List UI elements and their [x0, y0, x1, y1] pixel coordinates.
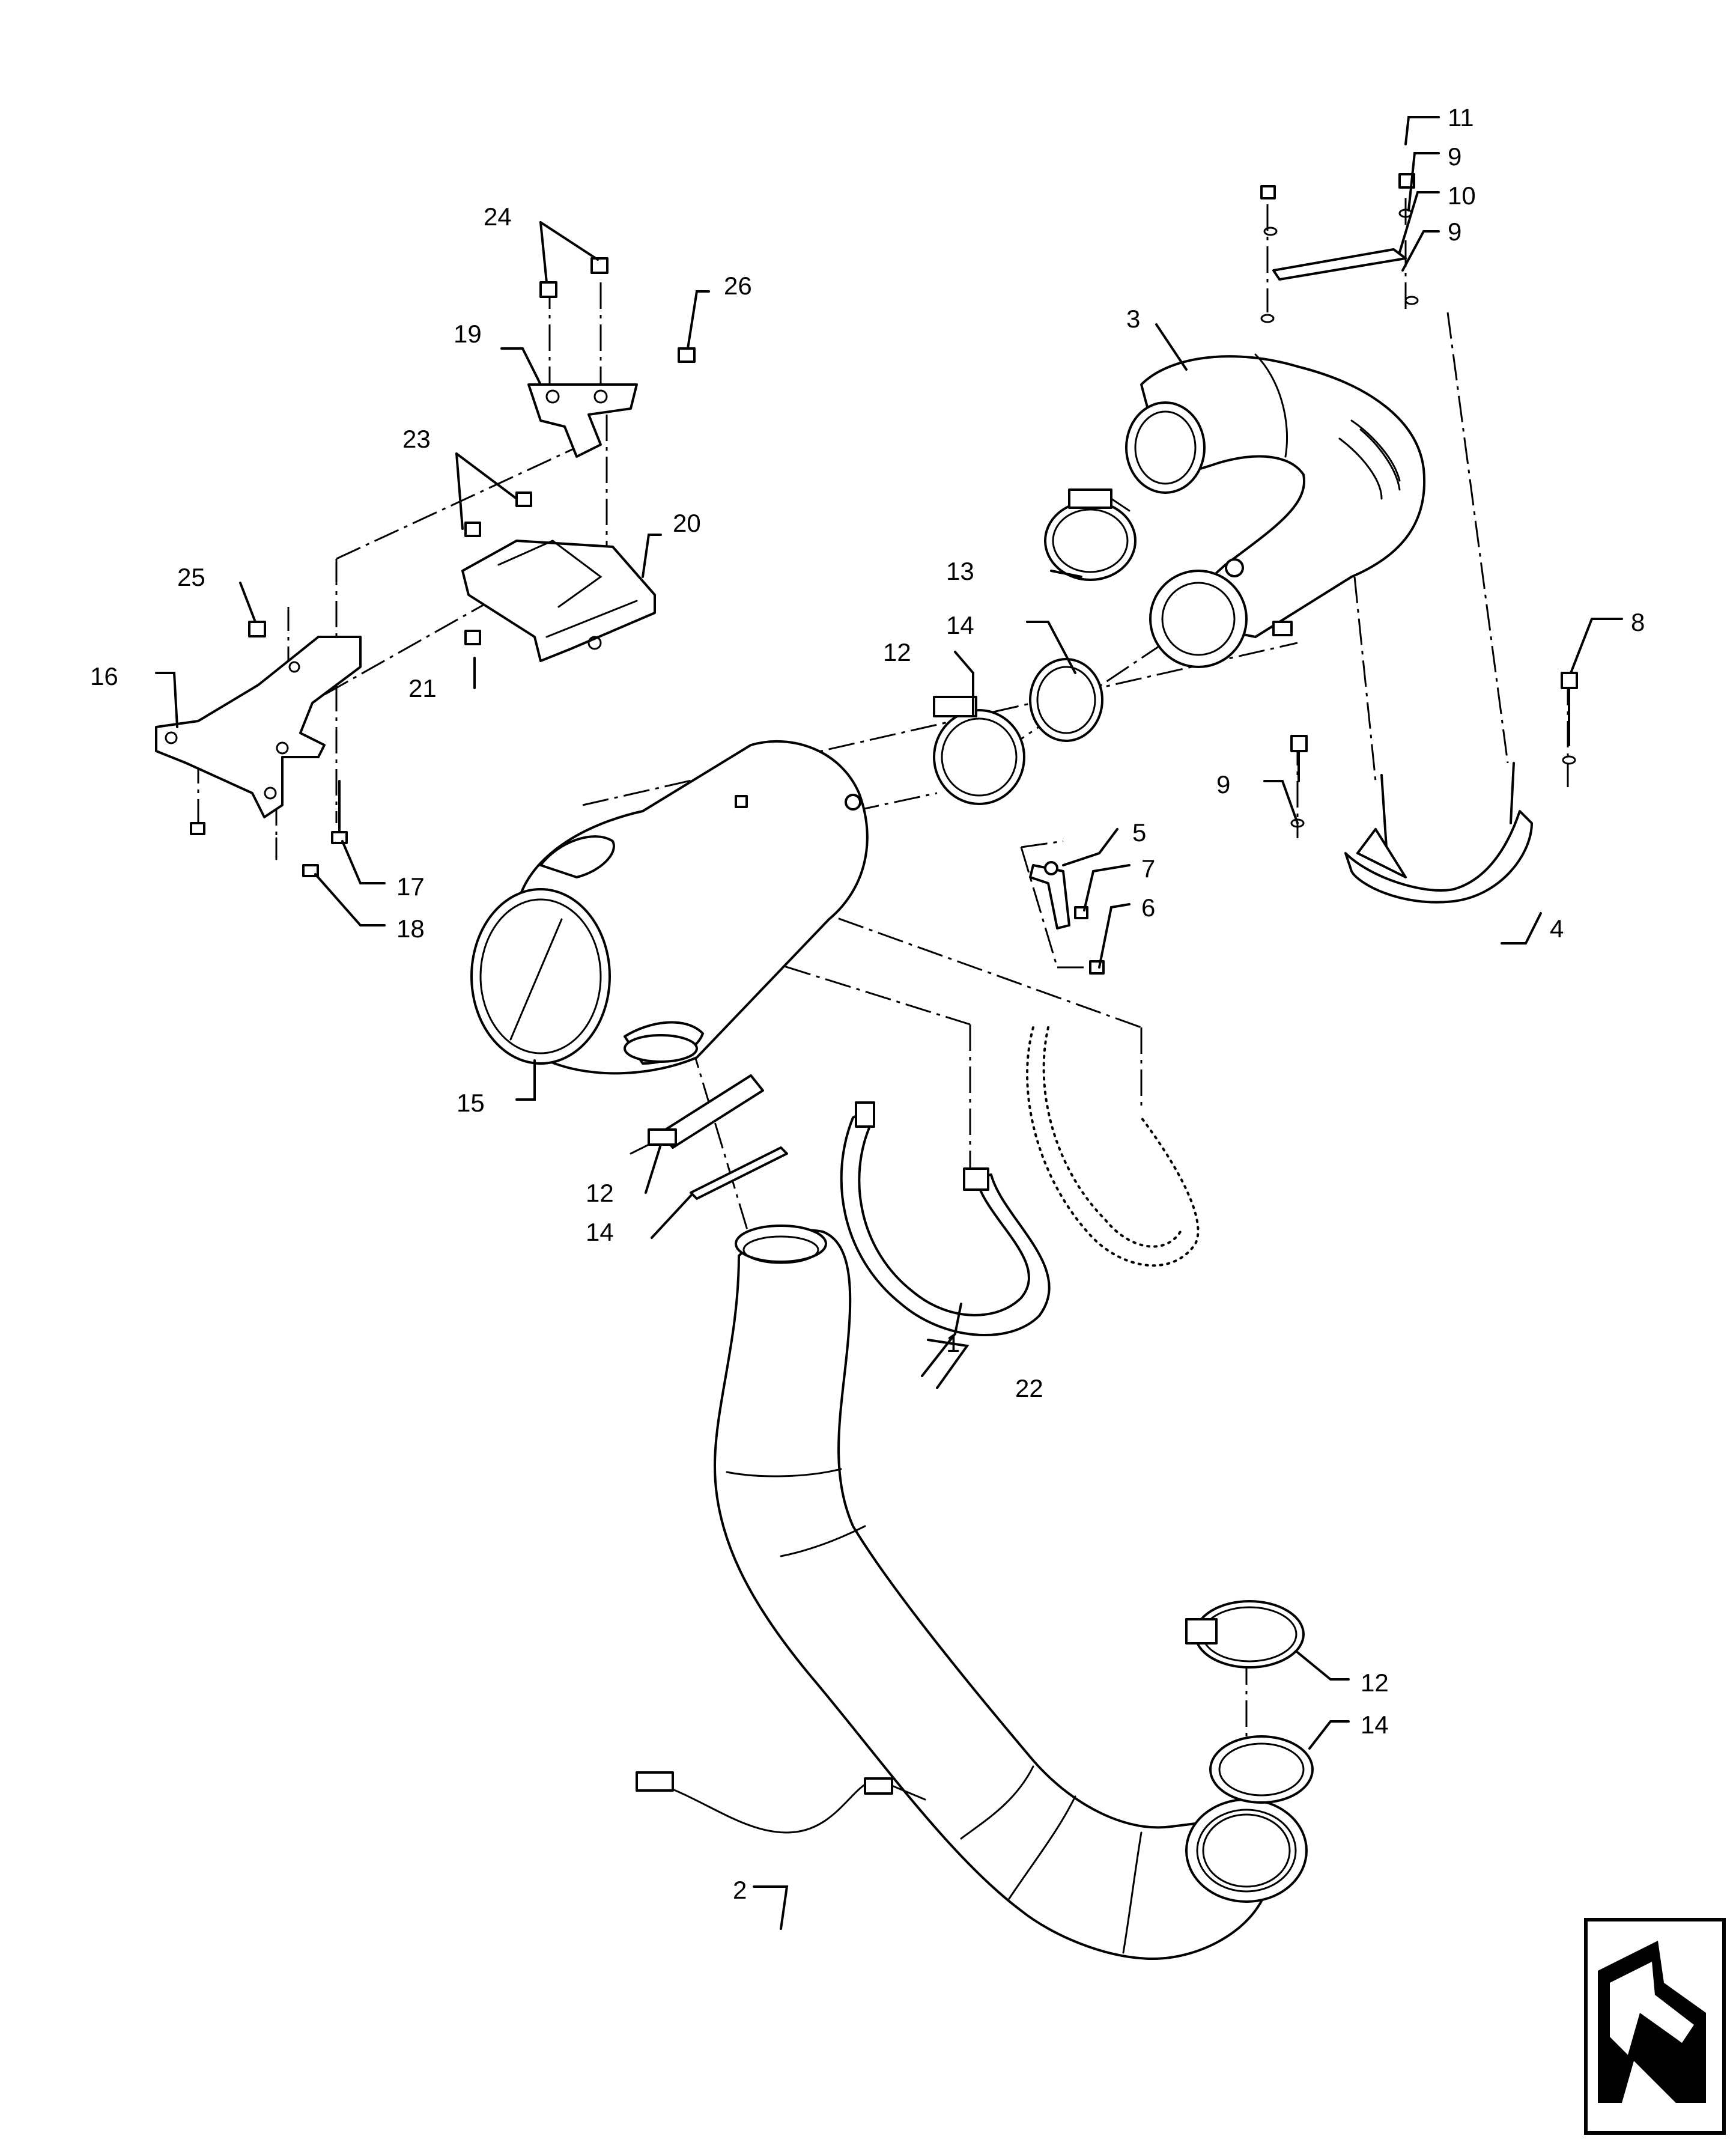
callout-23: 23 [402, 425, 431, 453]
part-2-sensor-harness [636, 1771, 926, 1834]
part-14-seal-ring-lower [1209, 1735, 1314, 1804]
part-16-bracket [155, 621, 362, 835]
callout-7: 7 [1141, 854, 1155, 883]
part-14-seal-ring-middle [690, 1146, 788, 1200]
part-22-strap-alternate-position [1026, 1026, 1200, 1267]
callout-3: 3 [1126, 305, 1140, 333]
callout-22: 22 [1015, 1374, 1043, 1402]
callout-18: 18 [396, 914, 425, 943]
callout-9-washer-upper: 9 [1448, 142, 1461, 171]
callout-9-bolt-lower: 9 [1216, 770, 1230, 799]
part-19-bracket [527, 257, 696, 458]
callout-5: 5 [1132, 818, 1146, 847]
callout-17: 17 [396, 872, 425, 901]
part-14-seal-ring-upper [1029, 658, 1103, 742]
callout-8: 8 [1631, 608, 1645, 636]
part-13-clamp [1044, 488, 1137, 581]
callout-labels: 1 2 3 4 5 6 7 8 9 9 9 10 11 12 12 12 13 … [90, 103, 1645, 1904]
callout-1: 1 [946, 1329, 960, 1357]
callout-14-lower: 14 [1361, 1711, 1389, 1739]
callout-2: 2 [733, 1876, 747, 1904]
part-4-bracket [1344, 762, 1533, 904]
callout-14-middle: 14 [586, 1218, 614, 1246]
part-20-bracket [461, 491, 656, 662]
exploded-view-arrow-icon[interactable] [1584, 1918, 1726, 2135]
callout-12-upper: 12 [883, 638, 911, 666]
part-12-clamp-lower [1185, 1600, 1305, 1669]
part-18-nut [275, 837, 319, 877]
callout-21: 21 [408, 674, 437, 702]
part-22-strap [840, 1101, 1051, 1336]
callout-19: 19 [454, 320, 482, 348]
callout-14-upper: 14 [946, 611, 974, 639]
callout-9-washer-mid: 9 [1448, 218, 1461, 246]
callout-12-lower: 12 [1361, 1669, 1389, 1697]
callout-13: 13 [946, 557, 974, 585]
callout-4: 4 [1550, 914, 1564, 943]
part-5-small-bracket [1029, 861, 1070, 929]
callout-26: 26 [724, 272, 752, 300]
part-12-clamp-upper [933, 696, 1025, 805]
callout-20: 20 [673, 509, 701, 537]
callout-10: 10 [1448, 181, 1476, 210]
part-17-bolt [331, 780, 348, 844]
part-3-upper-curved-tube [1125, 353, 1426, 668]
part-1-intake-pipe [714, 1225, 1308, 1960]
part-6-nut [1089, 960, 1105, 975]
callout-16: 16 [90, 662, 118, 690]
callout-25: 25 [177, 563, 205, 591]
callout-11: 11 [1448, 103, 1474, 132]
callout-24: 24 [484, 202, 512, 231]
callout-12-middle: 12 [586, 1179, 614, 1207]
callout-15: 15 [457, 1089, 485, 1117]
leader-lines [155, 116, 1623, 1930]
part-9-bolt-lower [1290, 735, 1308, 828]
callout-6: 6 [1141, 893, 1155, 922]
part-12-clamp-middle [630, 1074, 764, 1155]
part-10-bar [1260, 173, 1419, 323]
part-8-bolt [1561, 672, 1578, 765]
part-15-air-cleaner [470, 740, 869, 1075]
